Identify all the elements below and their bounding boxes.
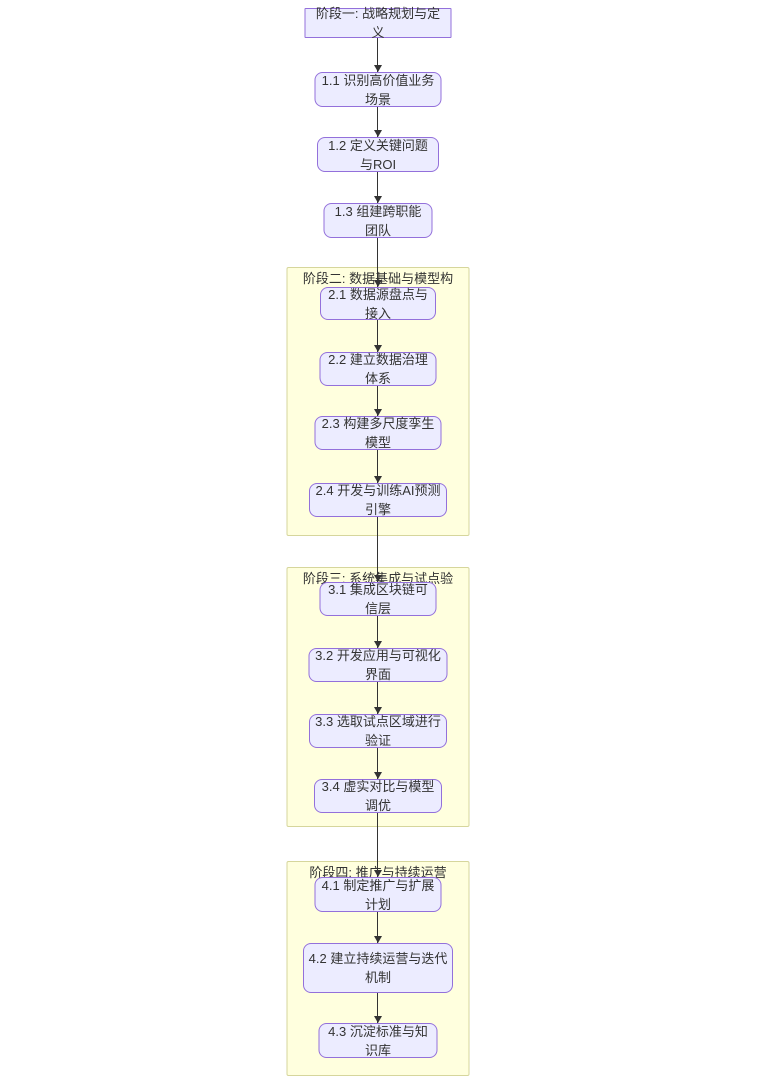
step-4-3-label: 4.3 沉淀标准与知识库 [328, 1023, 428, 1058]
step-4-1-node: 4.1 制定推广与扩展计划 [314, 877, 442, 912]
step-2-4-node: 2.4 开发与训练AI预测引擎 [309, 483, 447, 517]
step-3-1-label: 3.1 集成区块链可信层 [328, 582, 428, 616]
edge-3-3-to-3-4 [377, 748, 378, 779]
step-2-2-label: 2.2 建立数据治理体系 [328, 352, 428, 386]
step-3-2-node: 3.2 开发应用与可视化界面 [308, 648, 448, 682]
arrowhead-icon [374, 130, 382, 137]
edge-2-3-to-2-4 [377, 450, 378, 483]
arrowhead-icon [374, 641, 382, 648]
edge-phase1-to-1-1 [377, 38, 378, 72]
step-2-1-node: 2.1 数据源盘点与接入 [320, 286, 436, 321]
step-4-3-node: 4.3 沉淀标准与知识库 [318, 1023, 438, 1058]
step-2-4-label: 2.4 开发与训练AI预测引擎 [315, 483, 441, 517]
arrowhead-icon [374, 345, 382, 352]
step-2-3-label: 2.3 构建多尺度孪生模型 [321, 416, 435, 450]
arrowhead-icon [374, 196, 382, 203]
arrowhead-icon [374, 280, 382, 287]
edge-3-1-to-3-2 [377, 616, 378, 648]
step-3-4-label: 3.4 虚实对比与模型调优 [321, 779, 435, 813]
edge-4-1-to-4-2 [377, 912, 378, 943]
step-4-2-label: 4.2 建立持续运营与迭代机制 [308, 951, 448, 985]
step-2-2-node: 2.2 建立数据治理体系 [319, 352, 437, 386]
arrowhead-icon [374, 772, 382, 779]
step-1-3-node: 1.3 组建跨职能团队 [323, 203, 433, 238]
step-1-2-node: 1.2 定义关键问题与ROI [317, 137, 439, 172]
edge-3-4-to-4-1 [377, 813, 378, 877]
arrowhead-icon [374, 870, 382, 877]
edge-1-1-to-1-2 [377, 107, 378, 137]
step-4-1-label: 4.1 制定推广与扩展计划 [321, 877, 435, 912]
step-3-3-node: 3.3 选取试点区域进行验证 [309, 714, 447, 748]
edge-2-4-to-3-1 [377, 517, 378, 582]
step-2-1-label: 2.1 数据源盘点与接入 [328, 286, 428, 321]
step-3-3-label: 3.3 选取试点区域进行验证 [315, 714, 441, 748]
arrowhead-icon [374, 476, 382, 483]
arrowhead-icon [374, 409, 382, 416]
arrowhead-icon [374, 1016, 382, 1023]
step-1-3-label: 1.3 组建跨职能团队 [334, 203, 422, 238]
step-1-1-node: 1.1 识别高价值业务场景 [314, 72, 442, 107]
step-1-2-label: 1.2 定义关键问题与ROI [328, 137, 428, 172]
step-3-1-node: 3.1 集成区块链可信层 [319, 582, 437, 616]
edge-3-2-to-3-3 [377, 682, 378, 714]
edge-1-2-to-1-3 [377, 172, 378, 203]
edge-1-3-to-2-1 [377, 238, 378, 287]
edge-2-2-to-2-3 [377, 386, 378, 416]
arrowhead-icon [374, 707, 382, 714]
arrowhead-icon [374, 936, 382, 943]
edge-2-1-to-2-2 [377, 320, 378, 352]
step-3-2-label: 3.2 开发应用与可视化界面 [315, 648, 441, 682]
step-4-2-node: 4.2 建立持续运营与迭代机制 [303, 943, 453, 993]
arrowhead-icon [374, 65, 382, 72]
edge-4-2-to-4-3 [377, 993, 378, 1023]
arrowhead-icon [374, 575, 382, 582]
phase1-node-label: 阶段一: 战略规划与定义 [315, 6, 441, 40]
step-2-3-node: 2.3 构建多尺度孪生模型 [314, 416, 442, 450]
step-3-4-node: 3.4 虚实对比与模型调优 [314, 779, 442, 813]
phase1-node: 阶段一: 战略规划与定义 [304, 6, 452, 40]
step-1-1-label: 1.1 识别高价值业务场景 [321, 72, 435, 107]
